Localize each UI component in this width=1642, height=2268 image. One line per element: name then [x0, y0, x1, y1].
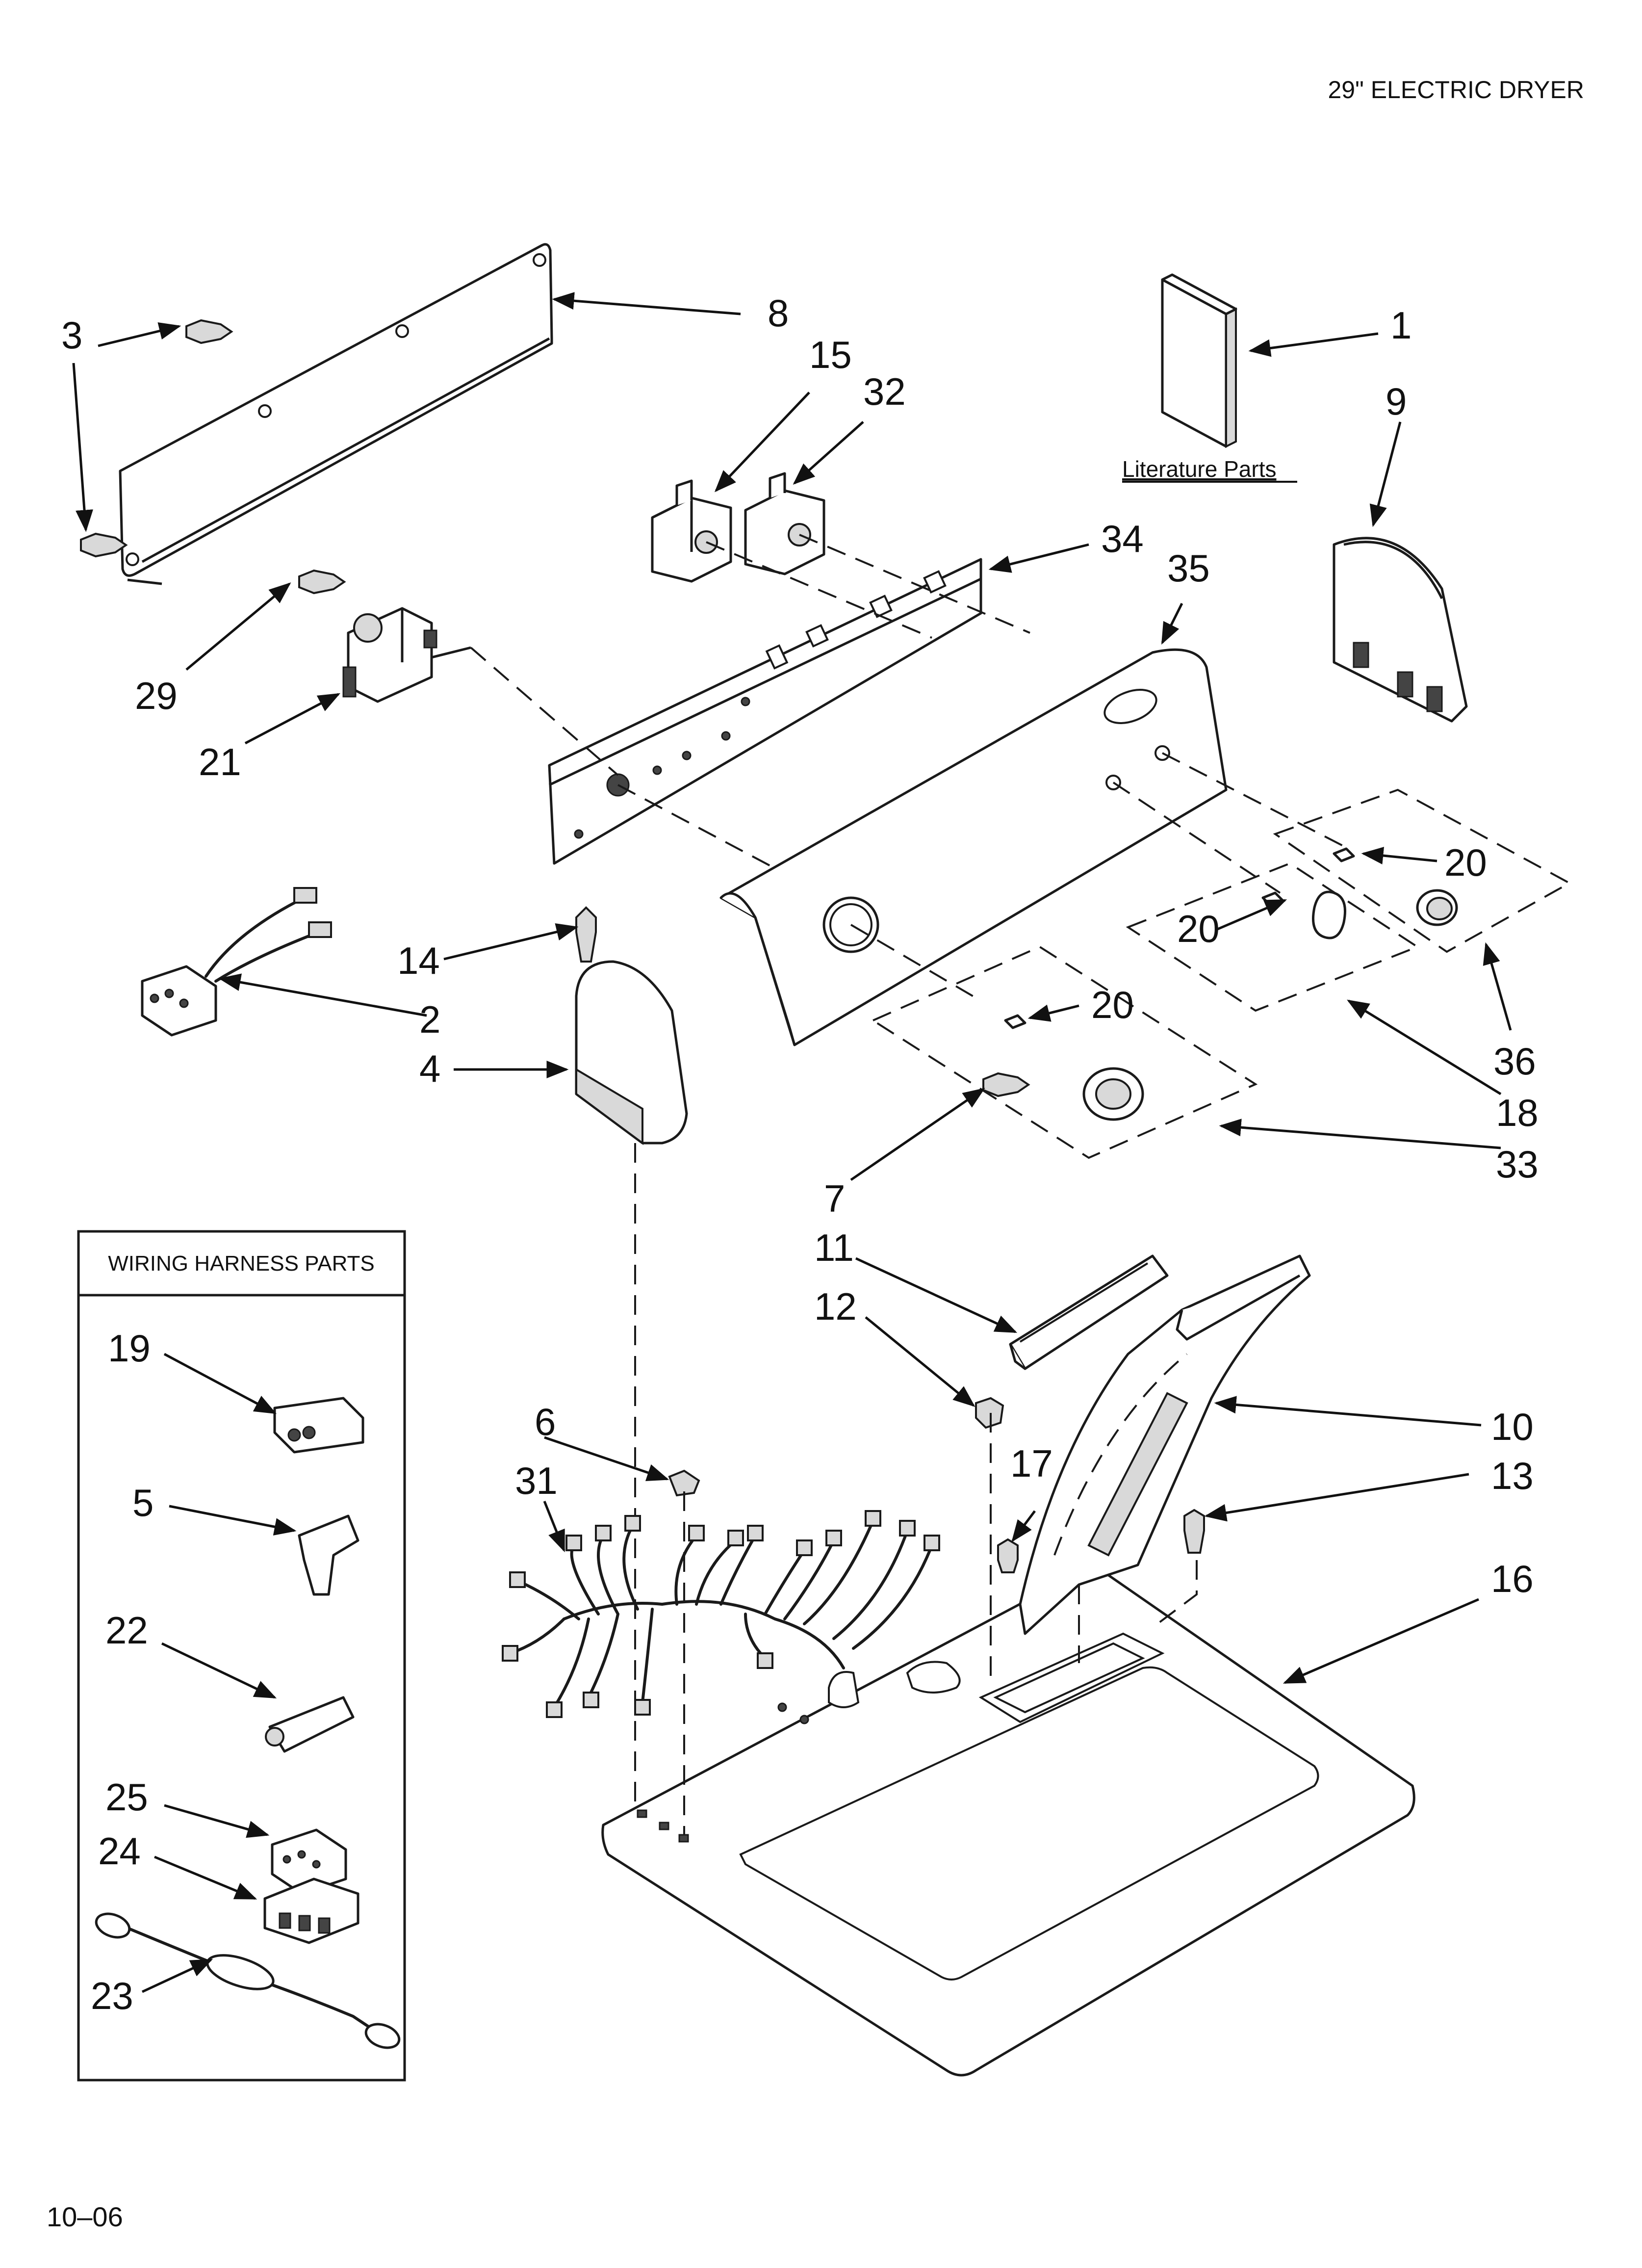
part-10-lint-housing [1019, 1254, 1311, 1635]
part-36-knob-group [1273, 788, 1572, 953]
callout-25: 25 [105, 1775, 148, 1819]
part-4-end-cap [575, 960, 688, 1145]
part-1-literature [1161, 273, 1237, 448]
callout-5: 5 [132, 1481, 154, 1524]
part-23-cord [95, 1912, 401, 2049]
part-12-bracket [975, 1397, 1004, 1429]
part-13-screw [1183, 1509, 1205, 1554]
callout-22: 22 [105, 1609, 148, 1652]
callout-19: 19 [108, 1327, 151, 1370]
part-21-timer [342, 607, 471, 703]
callout-24: 24 [98, 1829, 141, 1873]
part-17-screw [997, 1538, 1019, 1573]
part-9-bracket [1333, 537, 1468, 723]
revision-code: 10–06 [47, 2201, 123, 2232]
part-34-control-bracket [548, 558, 982, 865]
callout-2: 2 [419, 998, 440, 1041]
callout-31: 31 [515, 1459, 558, 1502]
callout-20-b: 20 [1177, 907, 1220, 950]
part-2-plug [141, 887, 332, 1037]
part-8-rear-panel [119, 243, 553, 585]
part-3-screws [80, 319, 233, 558]
callout-13: 13 [1491, 1454, 1534, 1497]
part-5-clip [298, 1514, 359, 1596]
callout-14: 14 [397, 939, 440, 982]
literature-label: Literature Parts [1122, 456, 1276, 482]
part-25-plug [271, 1828, 347, 1895]
part-7-screw [982, 1072, 1030, 1097]
callout-10: 10 [1491, 1405, 1534, 1448]
part-32-switch [744, 472, 825, 575]
part-11-lint-screen [1009, 1254, 1169, 1370]
callout-3: 3 [61, 313, 82, 357]
callout-23: 23 [91, 1974, 133, 2017]
callout-11: 11 [814, 1226, 854, 1269]
callout-6: 6 [535, 1400, 556, 1443]
part-6-clip [668, 1469, 700, 1497]
callout-33: 33 [1496, 1143, 1539, 1186]
callout-9: 9 [1385, 380, 1407, 423]
callout-7: 7 [824, 1177, 845, 1220]
callout-4: 4 [419, 1047, 440, 1090]
part-18-knob-group [1126, 862, 1420, 1012]
harness-box-title: WIRING HARNESS PARTS [108, 1251, 375, 1276]
callout-17: 17 [1010, 1442, 1053, 1485]
callout-29: 29 [135, 674, 178, 717]
part-15-switch [651, 479, 732, 583]
callout-35: 35 [1167, 547, 1210, 590]
page-title: 29" ELECTRIC DRYER [1328, 76, 1584, 104]
callout-32: 32 [863, 370, 906, 413]
part-16-cabinet-top [601, 1564, 1415, 2077]
callout-21: 21 [199, 740, 241, 783]
callout-34: 34 [1101, 517, 1144, 560]
callout-1: 1 [1390, 304, 1411, 347]
wiring-harness-box: WIRING HARNESS PARTS [77, 1230, 406, 2082]
callout-numbers: 8 3 15 32 1 9 34 35 29 21 20 20 20 36 18… [61, 291, 1539, 2017]
part-31-wire-harness [502, 1510, 940, 1718]
part-35-console [719, 648, 1228, 1046]
callout-8: 8 [768, 291, 789, 335]
callout-12: 12 [814, 1285, 857, 1328]
part-33-knob-group [871, 945, 1258, 1159]
callout-leaders [72, 292, 1512, 1993]
callout-16: 16 [1491, 1557, 1534, 1600]
callout-36: 36 [1493, 1040, 1536, 1083]
callout-18: 18 [1496, 1091, 1539, 1134]
part-29-screw [298, 569, 346, 595]
callout-15: 15 [809, 333, 852, 376]
part-19-connector [273, 1397, 364, 1454]
callout-20-a: 20 [1444, 841, 1487, 884]
part-14-screw [575, 906, 597, 963]
callout-20-c: 20 [1091, 983, 1134, 1026]
